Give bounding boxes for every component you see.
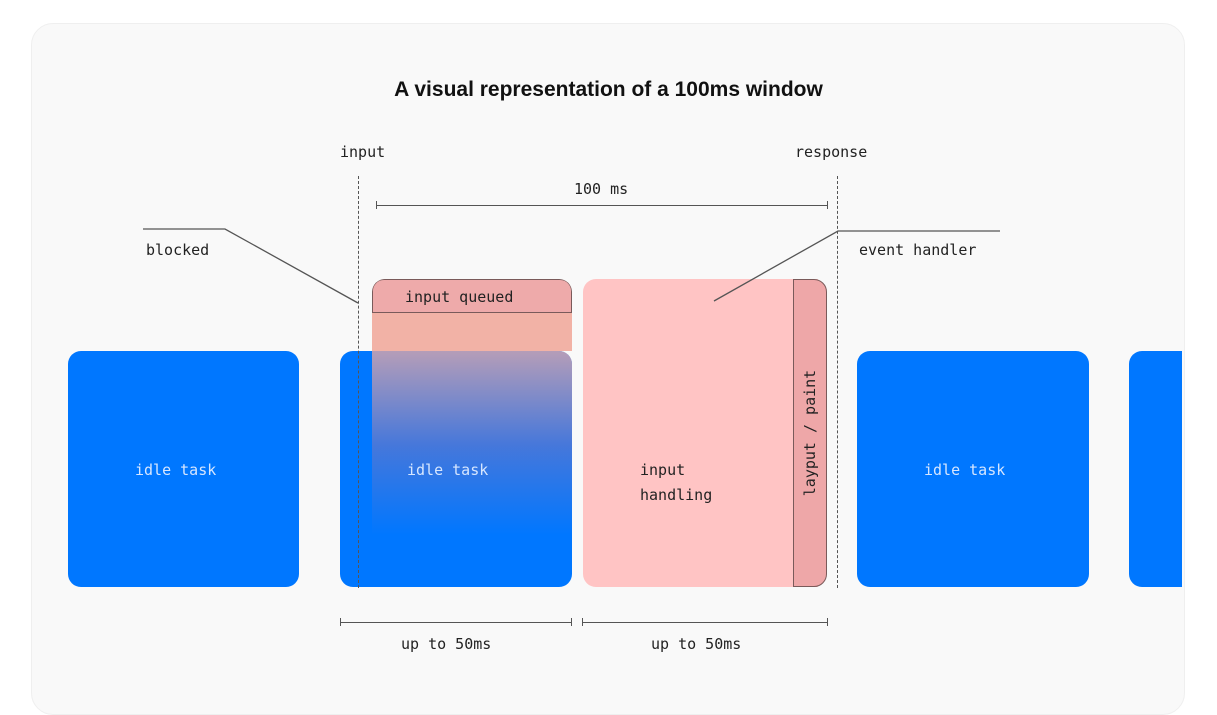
event-handler-callout-label: event handler: [859, 241, 977, 259]
blocked-callout-label: blocked: [146, 241, 210, 259]
input-queued-block: [372, 279, 572, 587]
idle-task-label-2: idle task: [407, 461, 489, 479]
response-marker-label: response: [795, 143, 868, 161]
idle-task-label-3: idle task: [924, 461, 1006, 479]
input-handling-block: [583, 279, 818, 587]
bottom-span-line-1: [340, 622, 572, 623]
input-queued-label: input queued: [405, 288, 514, 306]
layout-paint-block: [793, 279, 827, 587]
window-span-tick-left: [376, 201, 377, 209]
bottom-span-2-tick-right: [827, 618, 828, 626]
bottom-span-line-2: [582, 622, 828, 623]
idle-task-label-1: idle task: [135, 461, 217, 479]
input-queued-header: [372, 279, 572, 313]
event-handler-leader-line: [713, 230, 1000, 302]
idle-task-block-3: idle task: [857, 351, 1089, 587]
blocked-leader-line: [143, 228, 359, 304]
bottom-span-2-tick-left: [582, 618, 583, 626]
window-span-tick-right: [827, 201, 828, 209]
window-span-line: [376, 205, 828, 206]
input-queued-body: [372, 313, 572, 351]
input-handling-label-line2: handling: [640, 486, 713, 504]
callout-leader-lines: [143, 228, 1000, 304]
bottom-span-1-tick-left: [340, 618, 341, 626]
response-marker-dashed-line: [837, 176, 838, 588]
window-span-label: 100 ms: [574, 180, 629, 198]
idle-task-block-4-partial: [1129, 351, 1182, 587]
input-marker-label: input: [340, 143, 386, 161]
idle-task-block-1: idle task: [68, 351, 299, 587]
bottom-span-label-1: up to 50ms: [401, 635, 492, 653]
input-marker-dashed-line: [358, 176, 359, 588]
diagram-title: A visual representation of a 100ms windo…: [394, 78, 823, 101]
bottom-span-1-tick-right: [571, 618, 572, 626]
input-queued-overlap: [372, 351, 572, 587]
bottom-span-label-2: up to 50ms: [651, 635, 742, 653]
input-handling-label-line1: input: [640, 461, 686, 479]
